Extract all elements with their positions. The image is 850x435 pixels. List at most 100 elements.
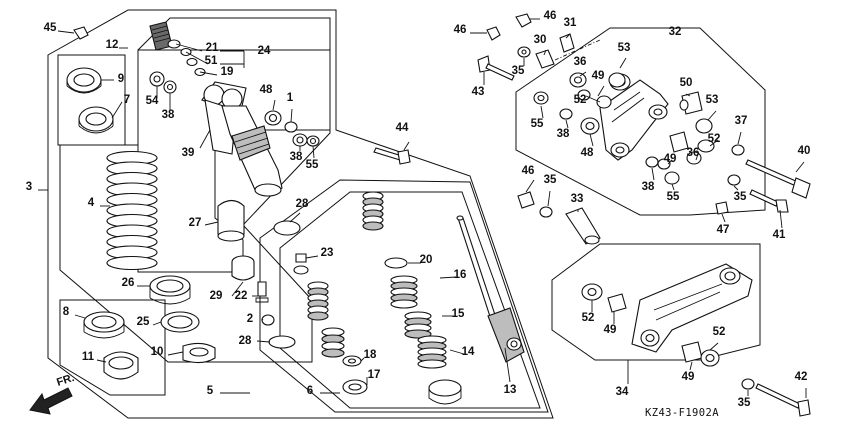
leader-line <box>525 179 535 193</box>
callout-15: 15 <box>452 308 465 320</box>
callout-3: 3 <box>26 181 32 193</box>
callout-48: 48 <box>581 147 594 159</box>
callout-18: 18 <box>364 349 377 361</box>
part-bolt-44 <box>373 147 411 165</box>
part-reservoir-cap <box>231 255 255 281</box>
leader-line <box>543 49 547 56</box>
callout-49: 49 <box>664 153 677 165</box>
part-circlip-1 <box>284 121 298 133</box>
outline-shock-assembly <box>47 9 554 419</box>
part-stopper-25 <box>160 311 200 333</box>
callout-5: 5 <box>207 385 214 397</box>
callout-51: 51 <box>205 55 218 67</box>
callout-28: 28 <box>296 198 309 210</box>
callout-37: 37 <box>735 115 748 127</box>
part-collar-31 <box>559 33 575 53</box>
callout-49: 49 <box>682 371 695 383</box>
callout-43: 43 <box>472 86 485 98</box>
leader-line <box>779 209 783 229</box>
callout-40: 40 <box>798 145 811 157</box>
callout-9: 9 <box>118 73 124 85</box>
leader-line <box>707 110 717 121</box>
part-stopper-ring-10 <box>182 342 216 364</box>
callout-49: 49 <box>604 324 617 336</box>
part-nut-46-right <box>515 13 532 28</box>
part-seal-52-lower-left <box>581 283 603 301</box>
outline-link-arm <box>515 27 766 216</box>
part-seal-52-lower-right <box>700 349 720 367</box>
stack-shim <box>307 311 329 321</box>
leader-line <box>685 93 691 97</box>
part-collar-50 <box>679 91 703 115</box>
part-spring <box>106 150 158 271</box>
stack-shim <box>321 348 345 358</box>
leader-line <box>57 30 75 34</box>
callout-53: 53 <box>706 94 719 106</box>
callout-23: 23 <box>321 247 334 259</box>
leader-line <box>360 357 365 362</box>
part-washer-35-lower <box>741 378 755 390</box>
part-locknut-7 <box>78 106 114 134</box>
callout-21: 21 <box>206 42 219 54</box>
callout-26: 26 <box>122 277 135 289</box>
part-damper-rod <box>456 215 525 363</box>
part-nut-46-left <box>486 26 501 41</box>
callout-45: 45 <box>44 22 57 34</box>
leader-line <box>199 71 218 76</box>
callout-52: 52 <box>582 312 595 324</box>
part-washer-35-right <box>727 174 741 186</box>
callout-29: 29 <box>210 290 223 302</box>
callout-46: 46 <box>522 165 535 177</box>
callout-39: 39 <box>182 147 195 159</box>
part-bushing-53-right <box>695 118 713 134</box>
callout-38: 38 <box>162 109 175 121</box>
leader-line <box>289 212 301 223</box>
part-nut-23 <box>293 253 309 275</box>
leader-line <box>290 108 293 123</box>
leader-line <box>667 159 673 165</box>
part-seal-55-upper <box>306 135 320 147</box>
callout-44: 44 <box>396 122 409 134</box>
part-bushing-55-lower <box>664 171 680 185</box>
leader-line <box>272 99 276 111</box>
part-seal-49-upper <box>577 89 591 101</box>
part-bushing-53-upper <box>608 72 626 88</box>
part-valve-22 <box>255 281 269 303</box>
outline-spring-seat <box>59 299 166 396</box>
leader-line <box>504 347 511 383</box>
leader-line <box>565 33 571 39</box>
part-collar-55-left <box>533 91 549 105</box>
leader-line <box>585 95 601 103</box>
part-spring-seat-26 <box>149 275 191 305</box>
callout-34: 34 <box>616 386 629 398</box>
callout-6: 6 <box>307 385 313 397</box>
part-washer-37 <box>731 144 745 156</box>
leader-line <box>795 161 805 173</box>
part-washer-18 <box>342 355 362 367</box>
callout-30: 30 <box>534 34 547 46</box>
callout-17: 17 <box>368 369 381 381</box>
front-direction-arrow-icon <box>29 387 73 415</box>
part-washer-35-mid <box>539 206 553 218</box>
diagram-code: KZ43-F1902A <box>645 407 719 419</box>
leader-line <box>709 139 719 147</box>
callout-35: 35 <box>738 397 751 409</box>
callout-4: 4 <box>88 197 95 209</box>
callout-38: 38 <box>290 151 303 163</box>
leader-line <box>305 255 319 259</box>
leader-line <box>689 361 693 371</box>
leader-line <box>737 131 742 145</box>
stack-shim <box>404 329 432 339</box>
leader-line <box>204 221 219 226</box>
callout-22: 22 <box>235 290 248 302</box>
leader-line <box>261 318 264 321</box>
leader-line <box>403 141 410 151</box>
part-snap-ring-28-upper <box>273 220 301 236</box>
callout-24: 24 <box>258 45 271 57</box>
part-seal-17 <box>342 379 368 395</box>
callout-47: 47 <box>717 224 730 236</box>
callout-38: 38 <box>642 181 655 193</box>
part-bushing-38-left <box>163 80 177 94</box>
leader-lines <box>38 18 807 398</box>
